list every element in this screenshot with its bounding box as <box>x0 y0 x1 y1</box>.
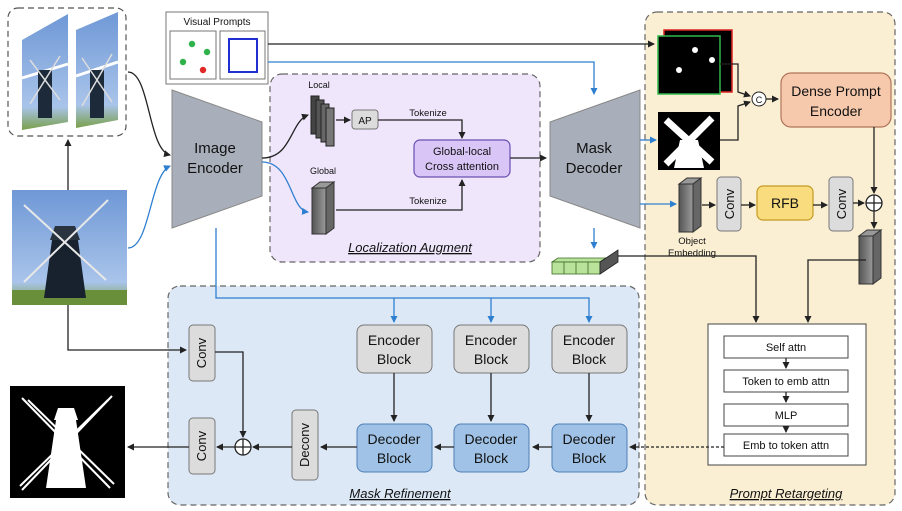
encoder-block-2-label-1: Encoder <box>465 332 517 348</box>
image-encoder-label-2: Encoder <box>187 160 243 177</box>
visual-prompts-title: Visual Prompts <box>183 17 250 28</box>
mask-refinement-title: Mask Refinement <box>349 486 452 501</box>
conv-left-block <box>716 176 742 232</box>
cross-attention-label-1: Global-local <box>433 146 491 158</box>
sum-node-retargeting <box>865 194 883 212</box>
conv-bottom-label: Conv <box>194 430 209 461</box>
token-to-emb-attn-label: Token to emb attn <box>742 376 829 388</box>
encoder-block-1-label-1: Encoder <box>368 332 420 348</box>
decoder-block-2 <box>453 423 530 473</box>
tokenize-bottom-label: Tokenize <box>409 196 447 207</box>
crop-thumbnail-right <box>75 12 119 128</box>
prompt-point-red <box>199 66 207 74</box>
decoder-block-3-label-2: Block <box>572 450 607 466</box>
global-feature-block <box>310 181 336 235</box>
tokenize-top-label: Tokenize <box>409 108 447 119</box>
conv-top-label: Conv <box>194 337 209 368</box>
decoder-block-1-label-1: Decoder <box>368 431 421 447</box>
encoder-block-1-label-2: Block <box>377 351 412 367</box>
prompt-retargeting-title: Prompt Retargeting <box>730 486 843 501</box>
conv-right-block <box>828 176 854 232</box>
image-encoder <box>171 89 263 229</box>
decoder-block-2-label-2: Block <box>474 450 509 466</box>
mlp-label: MLP <box>775 410 798 422</box>
decoder-block-1 <box>356 423 433 473</box>
self-attn-label: Self attn <box>766 342 806 354</box>
global-label: Global <box>310 166 336 176</box>
point-prompt-panel <box>169 30 217 80</box>
output-tokens <box>550 249 619 275</box>
coarse-mask-thumbnail <box>658 112 720 170</box>
local-feature-stack <box>310 95 335 147</box>
deconv-block <box>291 409 319 481</box>
prompt-point-green <box>188 40 196 48</box>
point-prompt-mask <box>657 29 733 95</box>
deconv-label: Deconv <box>297 422 312 467</box>
conv-right-label: Conv <box>834 188 849 219</box>
crop-thumbnail-left <box>21 14 69 130</box>
local-label: Local <box>308 80 330 90</box>
prompt-point-green <box>203 48 211 56</box>
decoder-block-3 <box>551 423 628 473</box>
encoder-block-2-label-2: Block <box>474 351 509 367</box>
emb-to-token-attn-block <box>723 433 849 457</box>
dense-prompt-encoder-label-2: Encoder <box>810 103 862 119</box>
rfb-block <box>756 185 814 221</box>
conv-left-label: Conv <box>722 188 737 219</box>
output-mask <box>10 386 125 498</box>
mask-decoder <box>549 89 641 229</box>
encoder-block-3-label-2: Block <box>572 351 607 367</box>
object-embedding-label-1: Object <box>678 236 706 247</box>
image-encoder-label-1: Image <box>194 140 236 157</box>
dense-prompt-encoder-label-1: Dense Prompt <box>791 83 881 99</box>
retargeted-embedding-block <box>857 229 883 285</box>
concat-symbol: C <box>756 95 763 105</box>
mask-decoder-label-1: Mask <box>576 140 612 157</box>
box-prompt-rect <box>228 38 258 73</box>
conv-bottom-block <box>188 417 216 475</box>
object-embedding-label-2: Embedding <box>668 248 716 259</box>
localization-augment-region <box>269 73 541 263</box>
decoder-block-3-label-1: Decoder <box>563 431 616 447</box>
dense-prompt-encoder <box>780 72 892 128</box>
emb-to-token-attn-label: Emb to token attn <box>743 440 829 452</box>
ap-label: AP <box>358 116 372 127</box>
input-image <box>12 190 127 305</box>
decoder-block-2-label-1: Decoder <box>465 431 518 447</box>
rfb-label: RFB <box>771 195 799 211</box>
decoder-block-1-label-2: Block <box>377 450 412 466</box>
connectors <box>64 40 878 451</box>
object-embedding-block <box>677 177 703 233</box>
prompt-point-green <box>179 58 187 66</box>
cross-attention-label-2: Cross attention <box>425 161 499 173</box>
encoder-block-3-label-1: Encoder <box>563 332 615 348</box>
localization-augment-title: Localization Augment <box>348 240 473 255</box>
conv-top-block <box>188 324 216 382</box>
sum-node-refinement <box>234 438 252 456</box>
mask-decoder-label-2: Decoder <box>566 160 623 177</box>
